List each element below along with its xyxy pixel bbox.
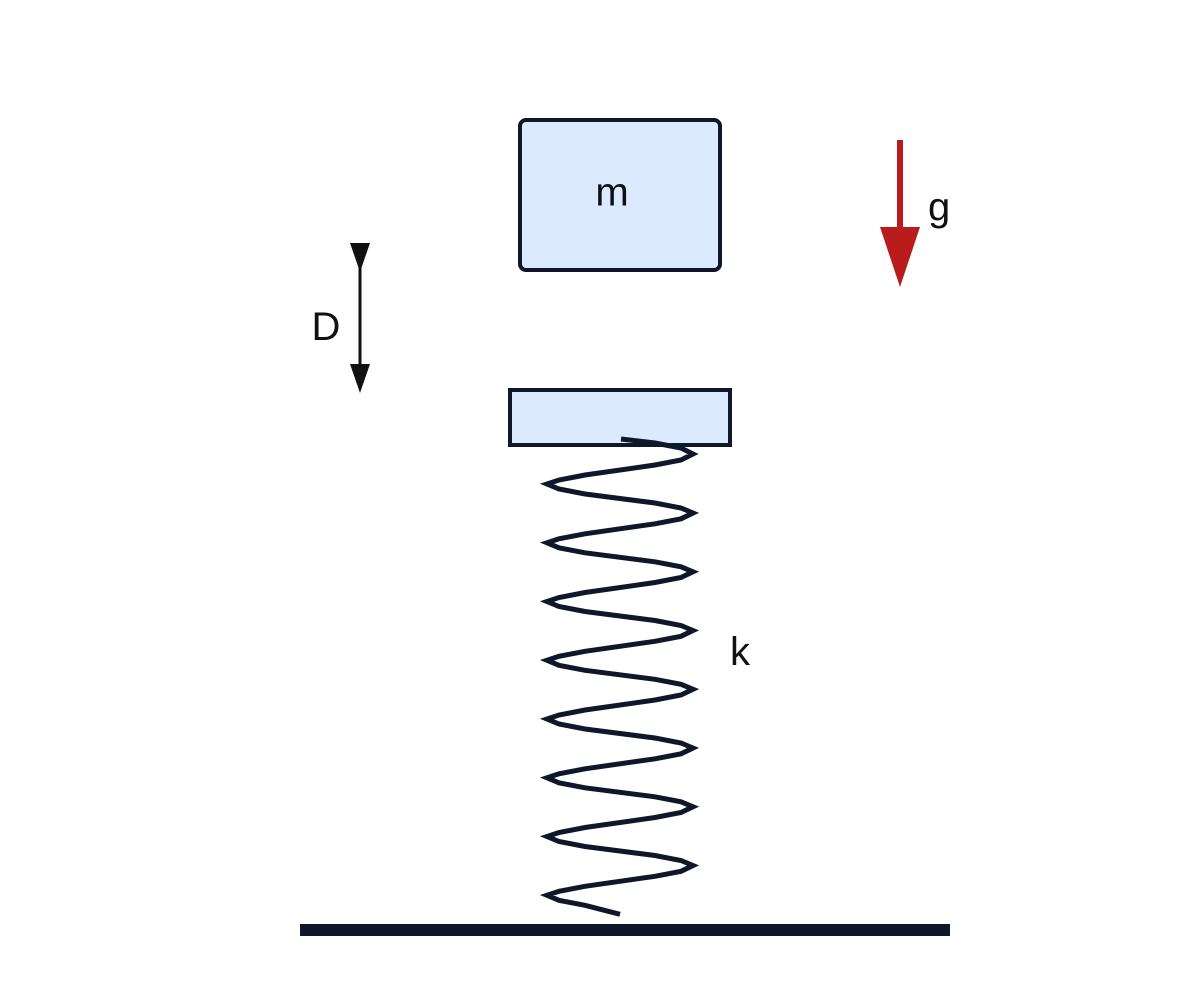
- gravity-arrow-group: g: [880, 140, 950, 287]
- ground-line: [300, 924, 950, 936]
- drop-distance-arrow-group: D: [312, 243, 370, 393]
- mass-block-group: m: [518, 118, 722, 272]
- spring-platform: [508, 388, 732, 447]
- gravity-label: g: [928, 185, 950, 229]
- spring-coil: [539, 436, 700, 917]
- drop-distance-label: D: [312, 305, 341, 349]
- drop-distance-arrow-head-bottom: [350, 364, 370, 393]
- mass-block: [518, 118, 722, 272]
- drop-distance-arrow-head-top: [350, 243, 370, 272]
- mass-label: m: [595, 171, 628, 215]
- gravity-arrow-head: [880, 227, 920, 287]
- spring-constant-label: k: [730, 630, 751, 674]
